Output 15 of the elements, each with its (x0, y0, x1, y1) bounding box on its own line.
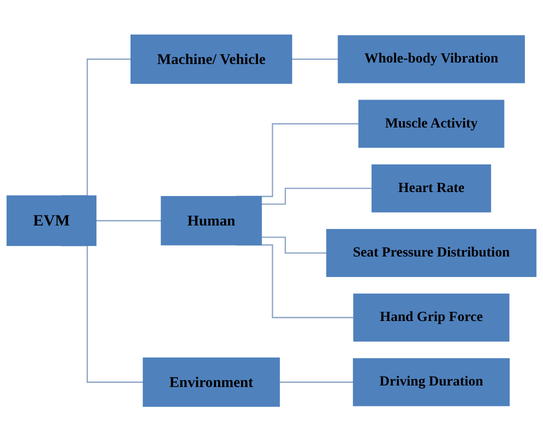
node-box: Muscle Activity (358, 100, 504, 148)
node-box: Hand Grip Force (353, 293, 510, 342)
node-box: Human (160, 196, 262, 246)
connector (279, 381, 354, 383)
connector (292, 58, 338, 60)
node-box: Heart Rate (372, 164, 492, 212)
node-box: Seat Pressure Distribution (326, 228, 536, 277)
connector (261, 188, 372, 205)
node-box: Whole-body Vibration (338, 35, 525, 84)
connector (96, 220, 162, 222)
node-box: Driving Duration (352, 358, 510, 406)
node-box: EVM (6, 195, 96, 246)
node-box: Environment (142, 357, 280, 407)
node-box: Machine/ Vehicle (130, 34, 292, 84)
connector (261, 236, 327, 254)
